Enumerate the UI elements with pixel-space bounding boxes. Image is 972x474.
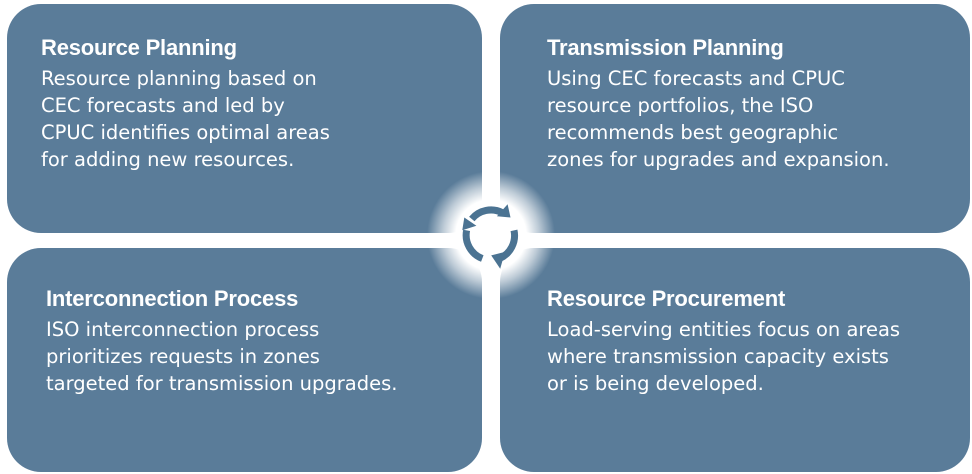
quadrant-description: ISO interconnection process prioritizes … xyxy=(46,318,398,395)
quadrant-description: Resource planning based on CEC forecasts… xyxy=(41,67,330,171)
quadrant-transmission-planning: Transmission Planning Using CEC forecast… xyxy=(500,4,970,233)
quadrant-resource-procurement: Resource Procurement Load-serving entiti… xyxy=(500,248,970,472)
quadrant-resource-planning: Resource Planning Resource planning base… xyxy=(7,4,482,233)
quadrant-interconnection-process: Interconnection Process ISO interconnect… xyxy=(7,248,482,472)
quadrant-title: Resource Planning xyxy=(41,35,237,60)
cycle-arrows-icon xyxy=(427,171,555,299)
center-glow xyxy=(427,171,555,299)
quadrant-title: Transmission Planning xyxy=(547,35,784,60)
quadrant-title: Resource Procurement xyxy=(547,286,786,311)
quadrant-description: Load-serving entities focus on areas whe… xyxy=(547,318,901,395)
quadrant-title: Interconnection Process xyxy=(46,286,299,311)
cycle-arrow-heads xyxy=(462,204,511,269)
quadrant-description: Using CEC forecasts and CPUC resource po… xyxy=(547,67,890,171)
